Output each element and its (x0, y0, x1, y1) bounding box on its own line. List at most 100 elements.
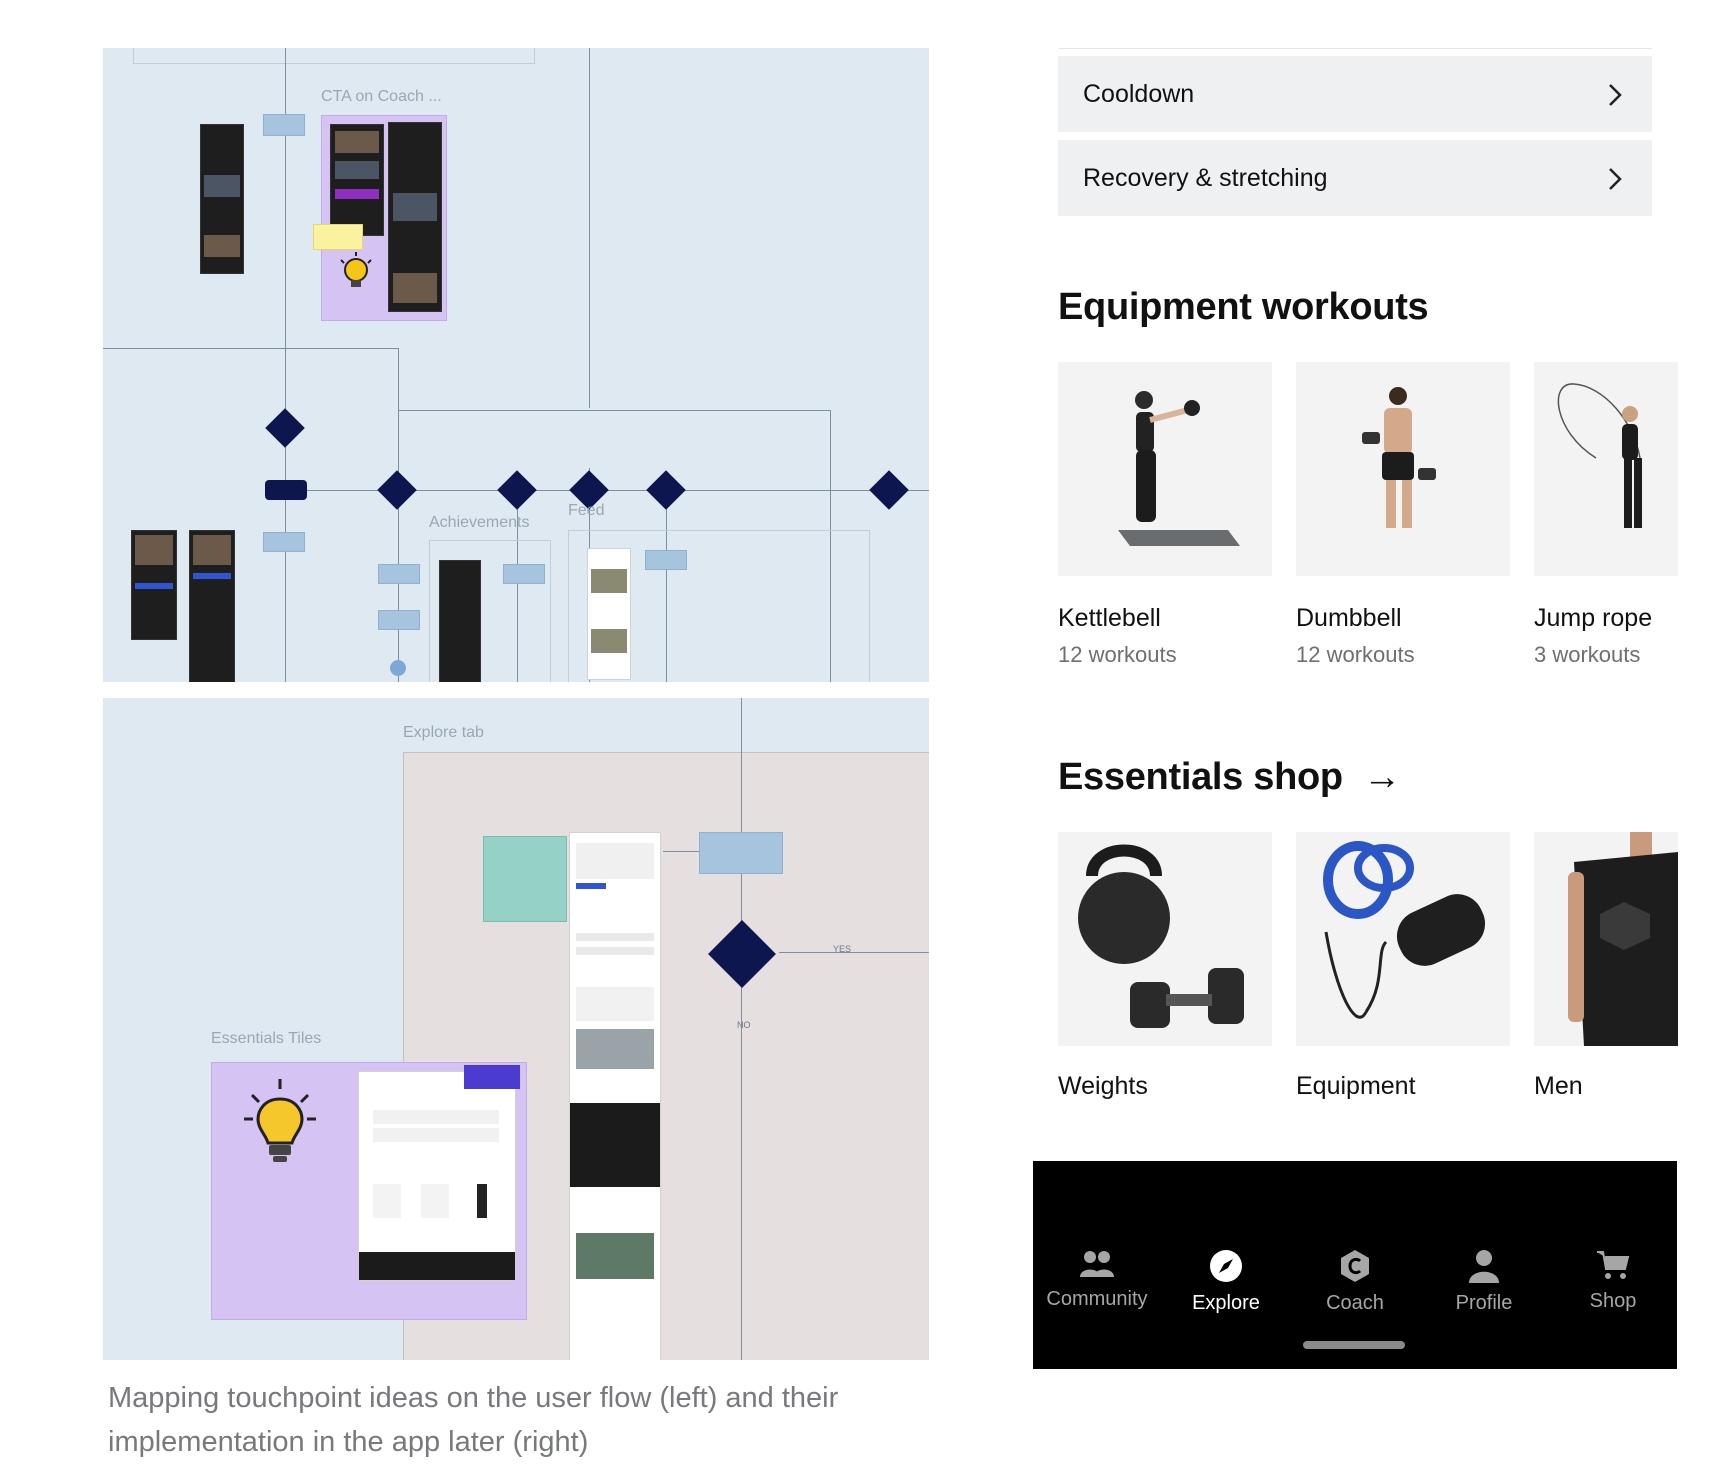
decision-node (265, 408, 305, 448)
nav-tab-profile[interactable]: Profile (1420, 1249, 1548, 1315)
essentials-preview (358, 1071, 516, 1281)
connector (741, 698, 742, 1360)
flow-step (503, 564, 545, 584)
decision-node (869, 470, 909, 510)
tile-weights[interactable]: Weights (1058, 832, 1272, 1104)
dumbbell-photo (1296, 362, 1510, 576)
flow-step (263, 532, 305, 552)
decision-node (646, 470, 686, 510)
frame-edge (133, 48, 535, 64)
flow-end-node (390, 660, 406, 676)
jump-rope-photo (1534, 362, 1678, 576)
figure-caption: Mapping touchpoint ideas on the user flo… (108, 1382, 839, 1458)
frame-label-achievements: Achievements (429, 514, 530, 531)
connector (589, 48, 590, 408)
sticky-note (313, 224, 363, 250)
tile-men[interactable]: Men (1534, 832, 1678, 1104)
lightbulb-icon (338, 252, 374, 303)
tile-jump-rope[interactable]: Jump rope 3 workouts (1534, 362, 1678, 667)
connector (830, 410, 831, 682)
phone-screenshot (388, 122, 442, 312)
connector (666, 490, 667, 682)
user-flow-board-bottom: Explore tab YES NO Essentials Tiles (103, 698, 929, 1360)
nav-label: Community (1046, 1288, 1148, 1310)
nav-label: Profile (1455, 1292, 1513, 1314)
tile-workout-count: 3 workouts (1534, 642, 1641, 667)
idea-card (211, 1062, 527, 1320)
connector (779, 952, 929, 953)
flow-step (263, 114, 305, 136)
home-indicator[interactable] (1303, 1341, 1405, 1349)
phone-screenshot (439, 560, 481, 682)
connector (285, 48, 286, 682)
divider (1058, 48, 1652, 49)
badge (464, 1065, 520, 1089)
bottom-navigation: Community Explore Coach Profile (1033, 1161, 1677, 1369)
connector (398, 348, 399, 682)
community-icon (1033, 1249, 1161, 1284)
flow-frame-feed (568, 530, 870, 682)
profile-icon (1420, 1249, 1548, 1288)
frame-label-feed: Feed (568, 502, 605, 519)
flow-step (699, 832, 783, 874)
compass-icon (1162, 1249, 1290, 1288)
explore-screen-preview (569, 832, 661, 1360)
weights-photo (1058, 832, 1272, 1046)
decision-node (377, 470, 417, 510)
arrow-right-icon: → (1363, 756, 1401, 798)
tile-name: Men (1534, 1072, 1583, 1100)
flow-step (378, 610, 420, 630)
phone-screenshot (587, 548, 631, 680)
nav-tab-community[interactable]: Community (1033, 1249, 1161, 1311)
frame-label-cta-on-coach: CTA on Coach ... (321, 88, 442, 105)
tile-kettlebell[interactable]: Kettlebell 12 workouts (1058, 362, 1272, 667)
tile-workout-count: 12 workouts (1058, 642, 1177, 667)
frame-label-explore-tab: Explore tab (403, 724, 484, 741)
coach-icon (1291, 1249, 1419, 1288)
flow-step (645, 550, 687, 570)
equipment-photo (1296, 832, 1510, 1046)
kettlebell-photo (1058, 362, 1272, 576)
connector (398, 410, 830, 411)
tile-name: Jump rope (1534, 604, 1653, 632)
nav-tab-explore[interactable]: Explore (1162, 1249, 1290, 1315)
tile-name: Dumbbell (1296, 604, 1402, 632)
branch-yes-label: YES (833, 944, 852, 954)
tile-dumbbell[interactable]: Dumbbell 12 workouts (1296, 362, 1510, 667)
tile-name: Equipment (1296, 1072, 1416, 1100)
nav-label: Coach (1326, 1292, 1384, 1314)
nav-tab-shop[interactable]: Shop (1549, 1249, 1677, 1313)
phone-screenshot (131, 530, 177, 640)
list-item-recovery-stretching[interactable]: Recovery & stretching (1058, 140, 1652, 216)
flow-step (265, 480, 307, 500)
cart-icon (1549, 1249, 1677, 1286)
phone-screenshot (330, 124, 384, 236)
men-photo (1534, 832, 1678, 1046)
user-flow-board-top: CTA on Coach ... (103, 48, 929, 682)
nav-tab-coach[interactable]: Coach (1291, 1249, 1419, 1315)
section-title-equipment-workouts: Equipment workouts (1058, 286, 1429, 328)
list-item-label: Cooldown (1083, 80, 1195, 108)
flow-step (378, 564, 420, 584)
connector (103, 348, 398, 349)
frame-label-essentials-tiles: Essentials Tiles (211, 1030, 322, 1047)
section-title-essentials-shop[interactable]: Essentials shop → (1058, 756, 1401, 799)
decision-node (497, 470, 537, 510)
equipment-carousel: Kettlebell 12 workouts Dumbbell 12 worko… (1058, 362, 1678, 667)
shop-carousel: Weights Equipment Men (1058, 832, 1678, 1104)
sticky-note (483, 836, 567, 922)
tile-name: Kettlebell (1058, 604, 1161, 632)
idea-card (321, 115, 447, 321)
branch-no-label: NO (737, 1020, 751, 1030)
phone-screenshot (200, 124, 244, 274)
phone-screenshot (189, 530, 235, 682)
list-item-cooldown[interactable]: Cooldown (1058, 56, 1652, 132)
connector (517, 490, 518, 682)
section-title-label: Essentials shop (1058, 756, 1343, 798)
lightbulb-icon (242, 1077, 318, 1172)
chevron-right-icon (1608, 167, 1622, 196)
flow-frame-achievements (429, 540, 551, 682)
chevron-right-icon (1608, 83, 1622, 112)
tile-equipment[interactable]: Equipment (1296, 832, 1510, 1104)
nav-label: Explore (1192, 1292, 1260, 1314)
